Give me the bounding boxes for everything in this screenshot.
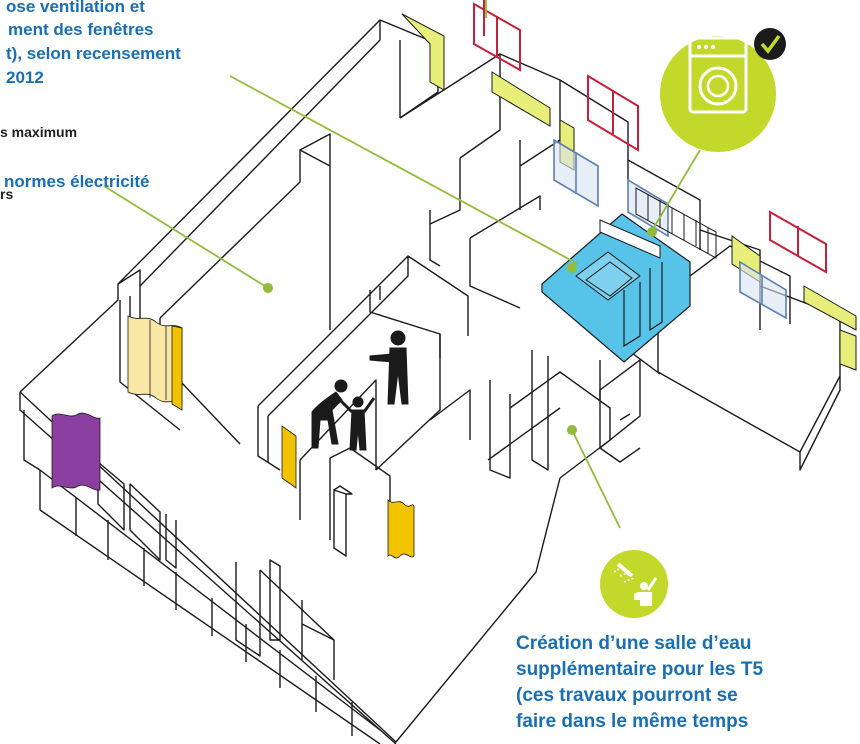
salle-eau-callout: Création d’une salle d’eau supplémentair… xyxy=(516,631,860,744)
salle-eau-callout-line-4: faire dans le même temps xyxy=(516,711,749,732)
ventilation-annotation-line-4: 2012 xyxy=(6,68,44,87)
shower-badge xyxy=(600,550,668,618)
shower-icon xyxy=(613,562,658,606)
washing-machine-icon xyxy=(688,36,748,114)
washing-machine-badge xyxy=(660,28,786,152)
ventilation-annotation-line-3: t), selon recensement xyxy=(6,44,181,63)
maximum-annotation: s maximum xyxy=(0,124,78,140)
red-windows xyxy=(473,0,827,274)
electricite-annotation: normes électricité xyxy=(4,172,150,191)
radiator xyxy=(635,187,717,259)
leader-dots xyxy=(263,227,657,435)
curtains xyxy=(51,315,415,559)
salle-eau-callout-line-3: (ces travaux pourront se xyxy=(516,685,738,706)
leader-lines xyxy=(103,0,701,529)
ventilation-annotation-line-1: ose ventilation et xyxy=(6,0,145,16)
rs-annotation: rs xyxy=(0,186,14,202)
salle-eau-callout-line-1: Création d’une salle d’eau xyxy=(516,633,752,654)
ventilation-annotation-line-2: ment des fenêtres xyxy=(8,20,154,39)
salle-eau-callout-line-2: supplémentaire pour les T5 xyxy=(516,659,764,680)
people-figures xyxy=(311,330,409,451)
bathroom-highlight xyxy=(541,213,691,363)
checkmark-icon xyxy=(754,28,786,60)
